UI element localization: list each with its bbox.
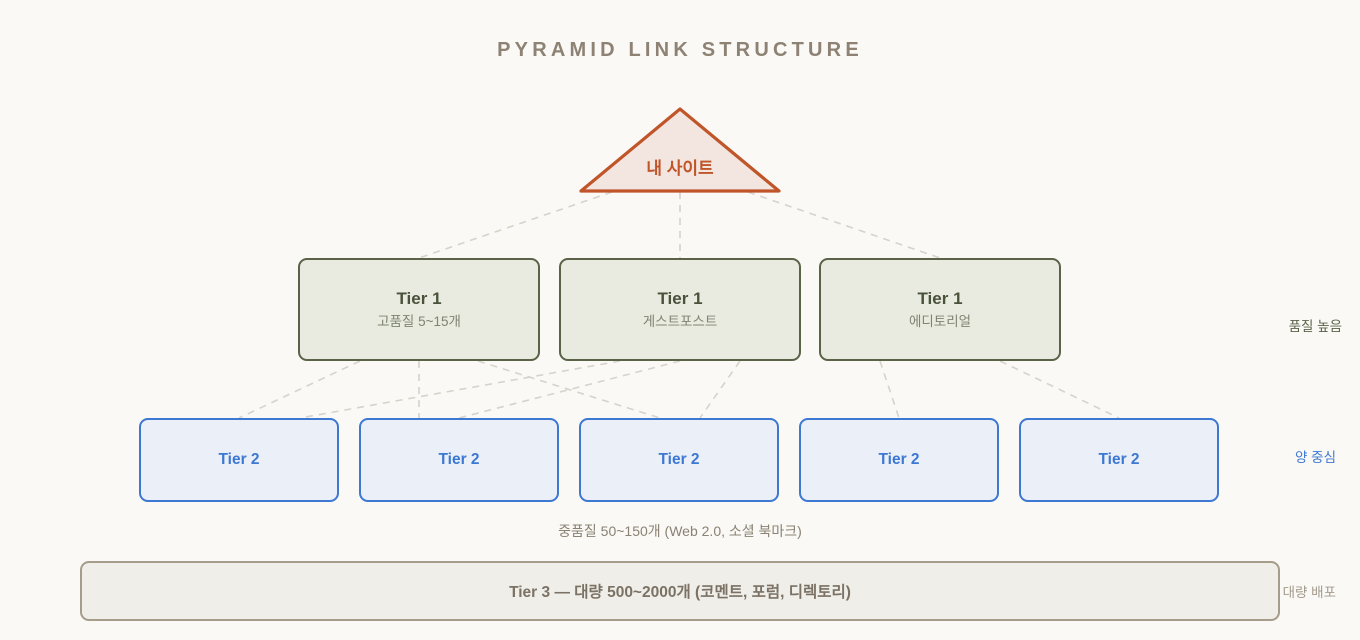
- apex-node-my-site[interactable]: 내 사이트: [578, 106, 782, 194]
- tier2-caption: 중품질 50~150개 (Web 2.0, 소셜 북마크): [558, 523, 802, 539]
- apex-node-label: 내 사이트: [646, 159, 714, 178]
- tier2-node-3[interactable]: Tier 2: [579, 418, 779, 502]
- tier1-node-2-subtitle: 게스트포스트: [642, 314, 718, 330]
- tier2-node-4[interactable]: Tier 2: [799, 418, 999, 502]
- tier2-node-1-title: Tier 2: [218, 451, 260, 468]
- tier1-node-2[interactable]: Tier 1 게스트포스트: [559, 258, 801, 361]
- tier3-bar[interactable]: Tier 3 — 대량 500~2000개 (코멘트, 포럼, 디렉토리): [80, 561, 1280, 621]
- tier1-node-1[interactable]: Tier 1 고품질 5~15개: [298, 258, 540, 361]
- tier3-bar-label: Tier 3 — 대량 500~2000개 (코멘트, 포럼, 디렉토리): [509, 584, 851, 601]
- tier1-node-3[interactable]: Tier 1 에디토리얼: [819, 258, 1061, 361]
- tier2-node-5[interactable]: Tier 2: [1019, 418, 1219, 502]
- tier1-node-1-subtitle: 고품질 5~15개: [377, 314, 461, 330]
- tier2-node-1[interactable]: Tier 2: [139, 418, 339, 502]
- tier1-node-3-title: Tier 1: [917, 288, 963, 308]
- tier2-node-2[interactable]: Tier 2: [359, 418, 559, 502]
- tier2-node-5-title: Tier 2: [1098, 451, 1140, 468]
- tier1-node-1-title: Tier 1: [396, 288, 442, 308]
- tier2-node-2-title: Tier 2: [438, 451, 480, 468]
- tier2-node-3-title: Tier 2: [658, 451, 700, 468]
- tier2-node-4-title: Tier 2: [878, 451, 920, 468]
- side-label-mass-distribution: 대량 배포: [1282, 585, 1336, 600]
- tier1-node-3-subtitle: 에디토리얼: [908, 314, 972, 330]
- tier1-node-2-title: Tier 1: [657, 288, 703, 308]
- side-label-volume-focus: 양 중심: [1294, 450, 1336, 465]
- side-label-quality-high: 품질 높음: [1288, 319, 1342, 334]
- page-title: PYRAMID LINK STRUCTURE: [497, 39, 863, 61]
- triangle-icon: [579, 107, 781, 193]
